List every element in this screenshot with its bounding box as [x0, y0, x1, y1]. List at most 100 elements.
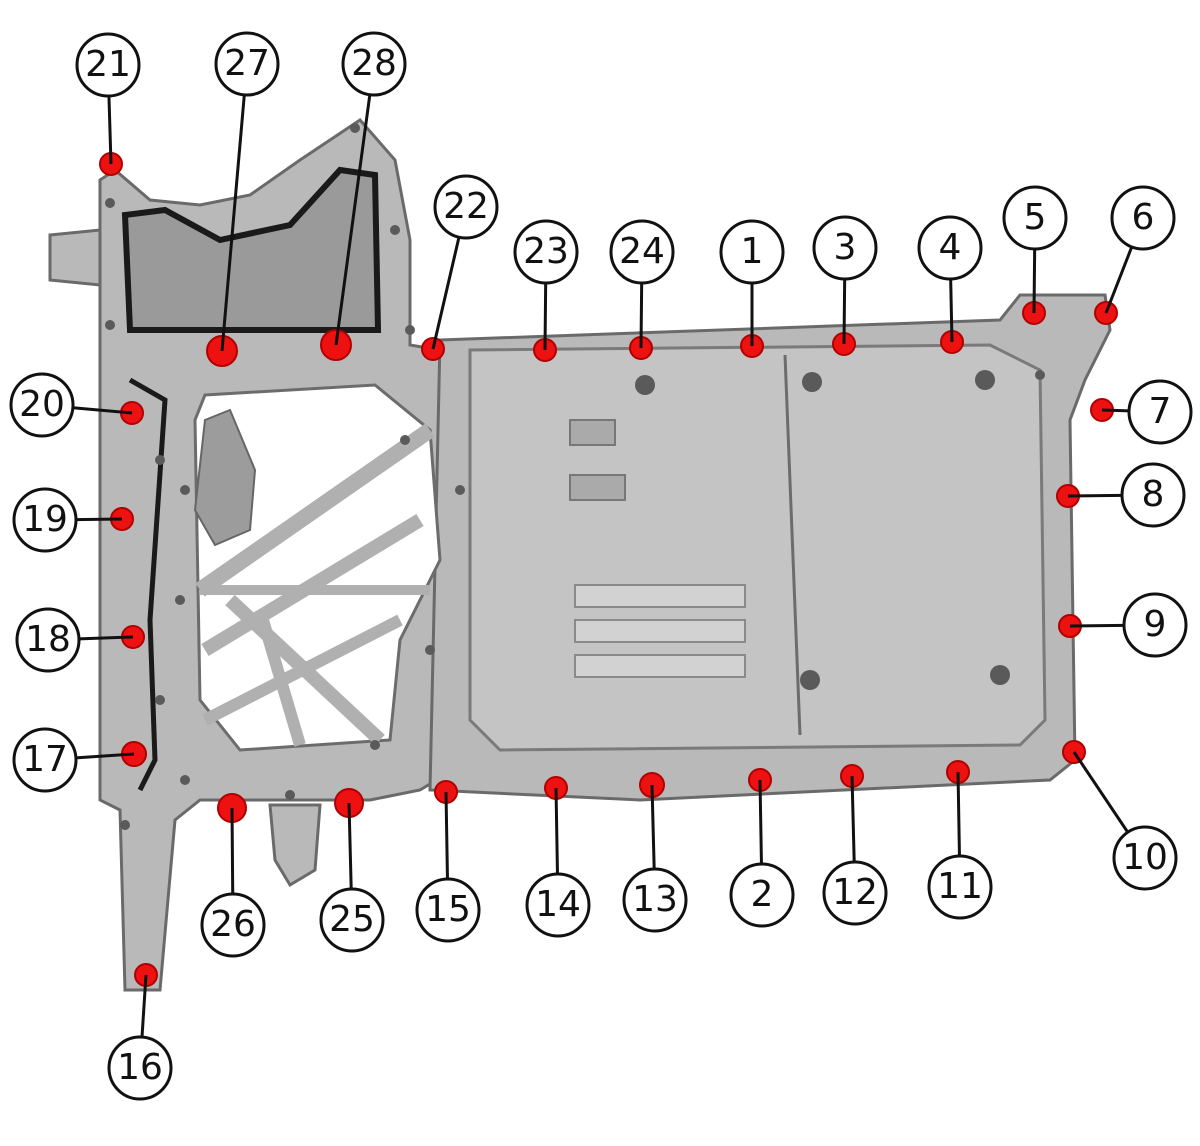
callout-circle-12: [822, 860, 888, 926]
callout-circle-1: [719, 219, 785, 285]
pan-tab: [569, 419, 616, 446]
pan-rib: [574, 584, 746, 608]
pan-tab: [569, 474, 626, 501]
callout-circle-21: [75, 32, 141, 98]
boss: [975, 370, 995, 390]
leader-line-21: [107, 95, 113, 165]
callout-circle-24: [609, 219, 675, 285]
leader-line-8: [1067, 493, 1123, 498]
callout-label-21: 21: [85, 44, 131, 85]
leader-line-23: [543, 282, 548, 351]
leader-line-7: [1101, 408, 1130, 413]
callout-label-17: 17: [22, 739, 68, 780]
pan-rib: [574, 654, 746, 678]
leader-line-10: [1072, 751, 1129, 834]
frame-window: [193, 383, 442, 752]
leader-line-24: [639, 282, 644, 349]
callout-label-8: 8: [1142, 474, 1165, 515]
callout-label-1: 1: [741, 231, 764, 272]
callout-circle-11: [927, 854, 993, 920]
callout-label-25: 25: [329, 899, 375, 940]
callout-circle-28: [341, 31, 407, 97]
leader-line-19: [75, 517, 123, 522]
callout-label-26: 26: [210, 904, 256, 945]
callout-circle-25: [319, 887, 385, 953]
leader-line-5: [1032, 248, 1037, 314]
leader-line-12: [850, 775, 856, 863]
pan-rib: [574, 619, 746, 643]
callout-label-24: 24: [619, 231, 665, 272]
callout-circle-14: [525, 872, 591, 938]
callout-label-5: 5: [1024, 197, 1047, 238]
callout-label-14: 14: [535, 884, 581, 925]
sensor-body: [193, 408, 257, 547]
callout-circle-19: [12, 487, 78, 553]
callout-label-28: 28: [351, 43, 397, 84]
leader-line-3: [842, 278, 847, 345]
leader-line-16: [140, 974, 148, 1038]
leader-line-14: [554, 787, 559, 875]
callout-label-12: 12: [832, 872, 878, 913]
callout-circle-26: [200, 892, 266, 958]
callout-circle-8: [1120, 462, 1186, 528]
leader-line-2: [758, 779, 763, 865]
callout-circle-4: [917, 215, 983, 281]
leader-line-6: [1104, 246, 1134, 314]
oil-pan-casting: [48, 118, 1112, 992]
leader-line-9: [1069, 623, 1125, 628]
callout-label-13: 13: [632, 879, 678, 920]
callout-circle-5: [1002, 185, 1068, 251]
leader-line-25: [347, 802, 353, 890]
callout-label-19: 19: [22, 499, 68, 540]
frame-truss: [195, 423, 435, 747]
leader-line-18: [78, 635, 134, 641]
leader-line-27: [220, 94, 246, 352]
callout-circle-16: [107, 1035, 173, 1101]
boss: [990, 665, 1010, 685]
callout-circle-7: [1127, 379, 1193, 445]
callout-label-11: 11: [937, 866, 983, 907]
leader-line-15: [444, 791, 449, 880]
callout-circle-9: [1122, 592, 1188, 658]
callout-circle-27: [214, 31, 280, 97]
left-gasket-line: [128, 377, 168, 792]
callout-label-2: 2: [751, 874, 774, 915]
callout-circle-2: [729, 862, 795, 928]
callout-label-3: 3: [834, 227, 857, 268]
leader-line-11: [956, 771, 961, 857]
callout-circle-13: [622, 867, 688, 933]
leader-line-13: [650, 784, 656, 870]
callout-circle-15: [415, 877, 481, 943]
callout-circle-10: [1112, 825, 1178, 891]
frame-holes: [61, 123, 1045, 830]
lower-lug: [268, 803, 322, 888]
pan-cavity: [468, 343, 1047, 752]
callout-label-6: 6: [1132, 197, 1155, 238]
callout-label-16: 16: [117, 1047, 163, 1088]
callout-label-23: 23: [523, 231, 569, 272]
leader-line-17: [75, 752, 135, 760]
callout-circle-20: [9, 372, 75, 438]
boss: [635, 375, 655, 395]
boss: [800, 670, 820, 690]
upper-gasket-channel: [121, 166, 382, 333]
callout-circle-17: [12, 727, 78, 793]
callout-label-7: 7: [1149, 391, 1172, 432]
callout-label-22: 22: [443, 186, 489, 227]
callout-circle-6: [1110, 185, 1176, 251]
callout-circle-22: [433, 174, 499, 240]
pan-divider-rib: [783, 354, 802, 736]
callout-label-9: 9: [1144, 604, 1167, 645]
leader-line-28: [334, 94, 372, 346]
callout-label-20: 20: [19, 384, 65, 425]
callout-label-27: 27: [224, 43, 270, 84]
callout-label-15: 15: [425, 889, 471, 930]
leader-line-22: [431, 236, 461, 350]
callout-label-10: 10: [1122, 837, 1168, 878]
callout-label-18: 18: [25, 619, 71, 660]
left-tab: [48, 228, 102, 287]
leader-line-20: [72, 406, 133, 415]
leader-line-4: [949, 278, 954, 343]
